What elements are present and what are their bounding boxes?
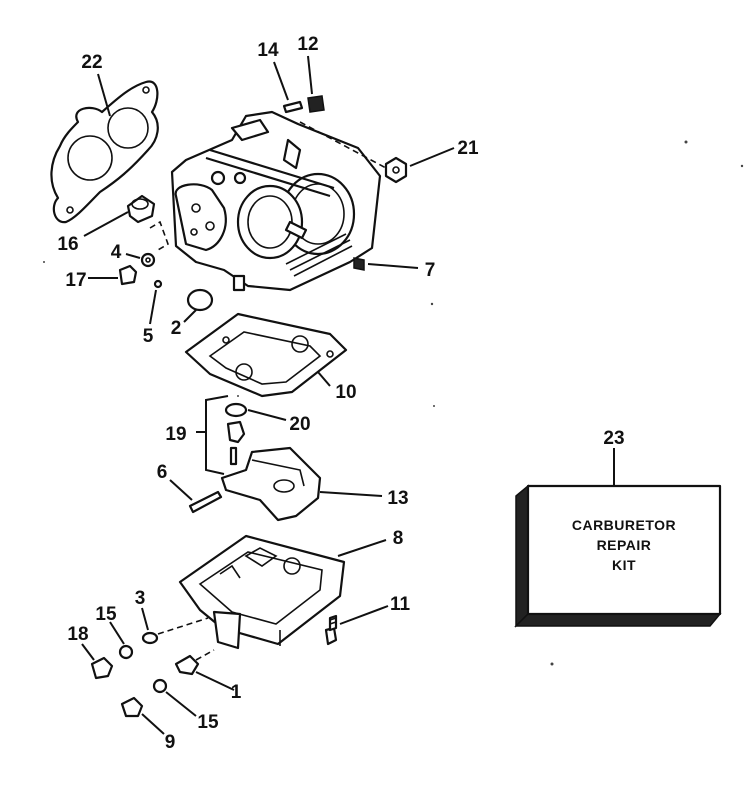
part-22-gasket	[50, 80, 159, 224]
callout-19: 19	[165, 424, 186, 445]
scan-specks	[43, 140, 744, 666]
assembly-line-1	[195, 649, 215, 661]
leader-10	[317, 371, 331, 387]
part-seat	[226, 420, 246, 444]
callout-8: 8	[393, 528, 404, 549]
part-20-oring	[224, 402, 248, 418]
assembly-line-21	[299, 121, 387, 169]
callout-18: 18	[67, 624, 88, 645]
part-18-plug	[90, 656, 114, 680]
leader-16	[83, 211, 129, 237]
part-21-nut	[384, 156, 408, 184]
callout-22: 22	[81, 52, 102, 73]
leader-6	[169, 479, 193, 501]
part-5-ball	[153, 279, 163, 289]
leader-15b	[165, 691, 197, 717]
part-9-plug	[120, 696, 144, 718]
part-17-plug	[118, 264, 138, 286]
leader-9	[141, 713, 165, 735]
callout-3: 3	[135, 588, 146, 609]
leader-22	[97, 73, 111, 117]
callout-21: 21	[457, 138, 479, 159]
part-11-screw	[324, 614, 338, 646]
leader-12	[307, 55, 313, 95]
callout-1: 1	[231, 682, 242, 703]
kit-label-line2: REPAIR	[597, 537, 652, 553]
callout-15-bottom: 15	[197, 712, 219, 733]
part-8-float-bowl	[178, 534, 346, 650]
leader-2	[183, 309, 197, 323]
part-10-bowl-gasket	[184, 312, 348, 398]
part-23-repair-kit-box: CARBURETOR REPAIR KIT	[514, 484, 722, 628]
leader-15a	[109, 621, 125, 645]
assembly-line-3	[157, 617, 209, 635]
callout-16: 16	[57, 234, 78, 255]
leader-20	[247, 409, 287, 421]
callout-2: 2	[171, 318, 182, 339]
leader-5	[149, 289, 157, 325]
leader-14	[273, 61, 289, 101]
callout-15-top: 15	[95, 604, 117, 625]
part-4-washer	[140, 252, 156, 268]
kit-box-side	[515, 484, 529, 628]
callout-13: 13	[387, 488, 408, 509]
leader-19	[196, 395, 229, 475]
callout-7: 7	[425, 260, 436, 281]
part-2-cup	[186, 288, 214, 312]
callout-12: 12	[297, 34, 318, 55]
leader-7	[367, 263, 419, 269]
callout-9: 9	[165, 732, 176, 753]
part-6-pin	[188, 490, 223, 514]
part-15-washer-bottom	[152, 678, 168, 694]
leader-4	[125, 253, 141, 259]
leader-3	[141, 607, 149, 631]
leader-13	[319, 491, 383, 497]
part-16-jet	[126, 194, 156, 224]
part-3-plug	[141, 631, 159, 645]
assembly-line-16	[149, 220, 169, 251]
callout-23: 23	[603, 428, 624, 449]
callout-20: 20	[289, 414, 310, 435]
kit-label-line1: CARBURETOR	[572, 517, 676, 533]
leader-18	[81, 643, 95, 661]
callout-6: 6	[157, 462, 168, 483]
callout-5: 5	[143, 326, 154, 347]
kit-label-line3: KIT	[612, 557, 636, 573]
part-13-float	[220, 446, 322, 522]
leader-11	[339, 605, 389, 625]
kit-box-face	[526, 484, 722, 616]
part-12-spring	[307, 95, 325, 113]
callout-4: 4	[111, 242, 122, 263]
leader-21	[409, 147, 455, 167]
part-1-jet	[174, 654, 200, 676]
leader-1	[195, 671, 235, 691]
part-15-washer-top	[118, 644, 134, 660]
part-14-pin	[282, 100, 304, 114]
carburetor-body	[170, 110, 382, 292]
callout-14: 14	[257, 40, 279, 61]
part-needle	[229, 446, 238, 466]
kit-box-bottom	[514, 613, 722, 627]
callout-11: 11	[390, 594, 411, 615]
part-7-spring	[353, 257, 365, 271]
leader-8	[337, 539, 387, 557]
callout-17: 17	[65, 270, 86, 291]
callout-10: 10	[335, 382, 356, 403]
